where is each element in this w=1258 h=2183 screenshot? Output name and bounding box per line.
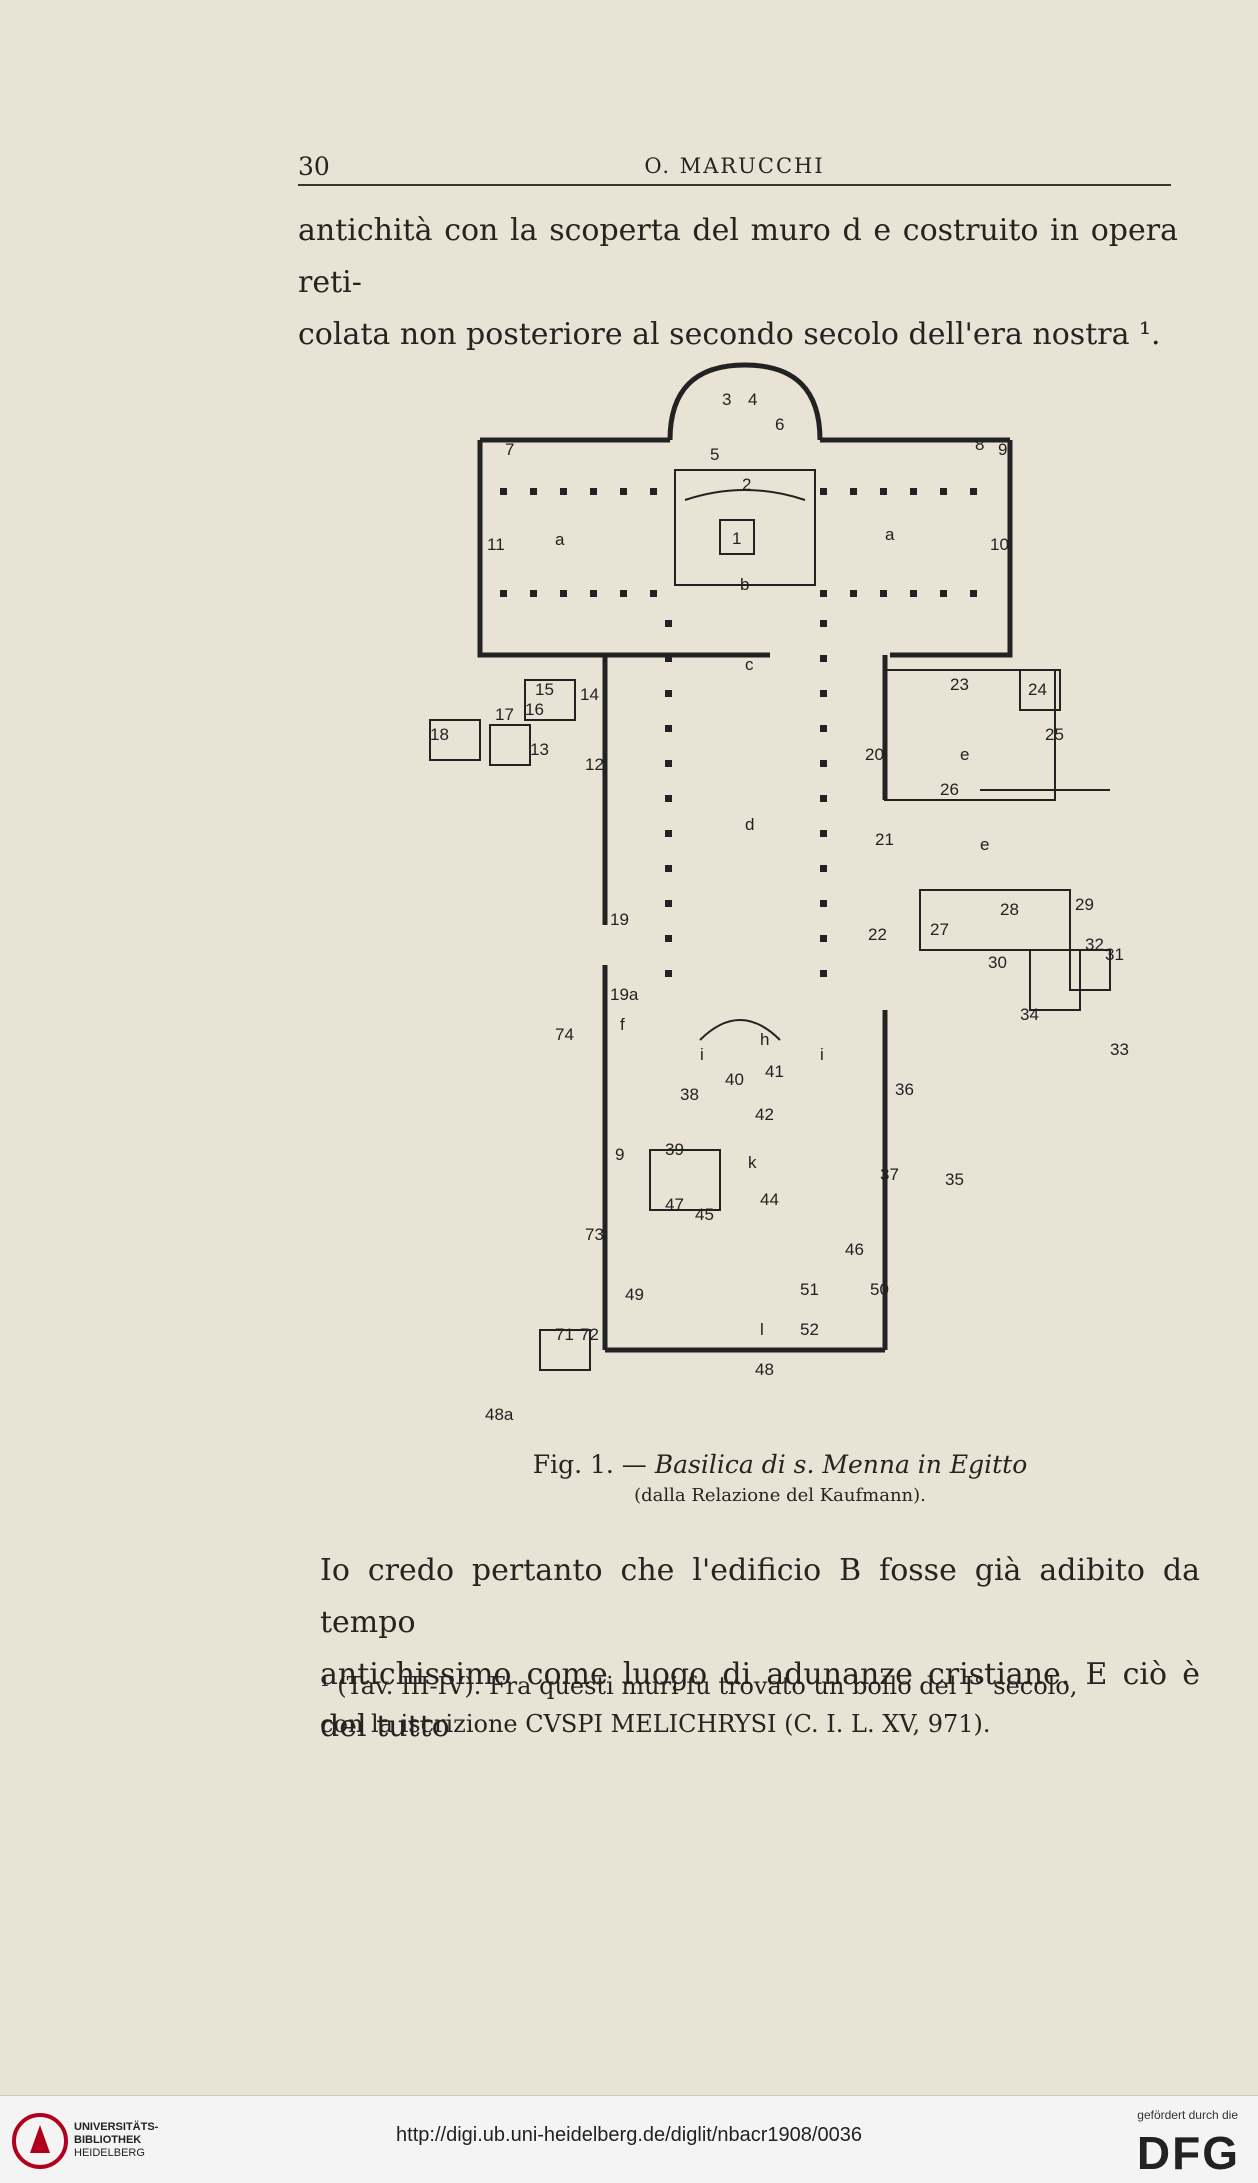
plan-label: 6 — [775, 415, 784, 434]
footnote: ¹ (Tav. III-IV). Fra questi muri fu trov… — [320, 1667, 1200, 1743]
floor-plan-figure: 3 4 5 6 7 8 9 2 1 10 11 a a b c d 12 13 … — [420, 350, 1140, 1450]
dfg-logo: DFG — [1136, 2127, 1240, 2179]
plan-label: 42 — [755, 1105, 774, 1124]
caption-source: (dalla Relazione del Kaufmann). — [634, 1485, 926, 1506]
plan-label: 30 — [988, 953, 1007, 972]
plan-label: 72 — [580, 1325, 599, 1344]
header-rule — [298, 184, 1171, 186]
funder-note: gefördert durch die — [1137, 2108, 1238, 2122]
plan-label: 25 — [1045, 725, 1064, 744]
plan-label: 19 — [610, 910, 629, 929]
plan-label: 35 — [945, 1170, 964, 1189]
plan-label: 44 — [760, 1190, 779, 1209]
plan-label: 34 — [1020, 1005, 1039, 1024]
plan-label: 1 — [732, 529, 741, 548]
plan-label: 20 — [865, 745, 884, 764]
plan-label: 27 — [930, 920, 949, 939]
plan-label: 9 — [998, 440, 1007, 459]
plan-label: 38 — [680, 1085, 699, 1104]
plan-label: 73 — [585, 1225, 604, 1244]
footnote-line: ¹ (Tav. III-IV). Fra questi muri fu trov… — [320, 1672, 1078, 1700]
plan-label: 49 — [625, 1285, 644, 1304]
plan-label: 16 — [525, 700, 544, 719]
plan-label: i — [820, 1045, 824, 1064]
plan-label: 48 — [755, 1360, 774, 1379]
plan-label: 5 — [710, 445, 719, 464]
plan-label: e — [980, 835, 989, 854]
plan-label: 18 — [430, 725, 449, 744]
plan-label: e — [960, 745, 969, 764]
plan-label: 9 — [615, 1145, 624, 1164]
plan-label: 52 — [800, 1320, 819, 1339]
plan-label: 28 — [1000, 900, 1019, 919]
plan-label: b — [740, 575, 749, 594]
university-seal-icon — [12, 2113, 68, 2169]
plan-label: 4 — [748, 390, 757, 409]
plan-label: 21 — [875, 830, 894, 849]
plan-label: 36 — [895, 1080, 914, 1099]
plan-label: 50 — [870, 1280, 889, 1299]
text-line: Io credo pertanto che l'edificio B fosse… — [320, 1553, 1200, 1640]
plan-label: 11 — [487, 535, 505, 554]
plan-label: 74 — [555, 1025, 574, 1044]
plan-label: 40 — [725, 1070, 744, 1089]
floor-plan-drawing: 3 4 5 6 7 8 9 2 1 10 11 a a b c d 12 13 … — [429, 362, 1129, 1424]
plan-label: 8 — [975, 435, 984, 454]
plan-label: a — [555, 530, 565, 549]
scanned-page: 30 O. MARUCCHI antichità con la scoperta… — [298, 152, 1200, 1753]
plan-label: a — [885, 525, 895, 544]
text-line: colata non posteriore al secondo secolo … — [298, 317, 1161, 352]
source-url-link[interactable]: http://digi.ub.uni-heidelberg.de/diglit/… — [396, 2124, 862, 2146]
text-line: antichissimo come luogo di adunanze cris… — [320, 1657, 1200, 1744]
plan-label: 14 — [580, 685, 599, 704]
plan-label: 26 — [940, 780, 959, 799]
plan-label: 45 — [695, 1205, 714, 1224]
plan-label: 33 — [1110, 1040, 1129, 1059]
footnote-line: con la iscrizione CVSPI MELICHRYSI (C. I… — [320, 1710, 991, 1738]
plan-label: c — [745, 655, 754, 674]
plan-label: 32 — [1085, 935, 1104, 954]
text-block-bottom: Io credo pertanto che l'edificio B fosse… — [320, 1545, 1200, 1753]
plan-label: f — [620, 1015, 625, 1034]
plan-label: i — [700, 1045, 704, 1064]
plan-label: 22 — [868, 925, 887, 944]
plan-label: 15 — [535, 680, 554, 699]
caption-title: Basilica di s. Menna in Egitto — [654, 1450, 1028, 1479]
institution-name: UNIVERSITÄTS- BIBLIOTHEK HEIDELBERG — [74, 2121, 159, 2159]
text-block-top: antichità con la scoperta del muro d e c… — [298, 205, 1178, 361]
plan-label: h — [760, 1030, 769, 1049]
text-line: antichità con la scoperta del muro d e c… — [298, 213, 1178, 300]
plan-label: 46 — [845, 1240, 864, 1259]
plan-label: 48a — [485, 1405, 514, 1424]
page-number: 30 — [298, 152, 330, 181]
plan-label: 24 — [1028, 680, 1047, 699]
plan-label: 37 — [880, 1165, 899, 1184]
plan-label: 7 — [505, 440, 514, 459]
plan-label: 23 — [950, 675, 969, 694]
plan-label: 13 — [530, 740, 549, 759]
page-header: 30 O. MARUCCHI — [298, 152, 1171, 186]
plan-label: 12 — [585, 755, 604, 774]
plan-label: 19a — [610, 985, 639, 1004]
plan-label: d — [745, 815, 754, 834]
plan-label: k — [748, 1153, 757, 1172]
plan-label: 47 — [665, 1195, 684, 1214]
plan-label: 51 — [800, 1280, 819, 1299]
plan-label: 3 — [722, 390, 731, 409]
plan-label: 39 — [665, 1140, 684, 1159]
plan-label: 41 — [765, 1062, 784, 1081]
caption-main: Fig. 1. — Basilica di s. Menna in Egitto — [420, 1450, 1140, 1479]
plan-label: 17 — [495, 705, 514, 724]
plan-label: 2 — [742, 475, 751, 494]
plan-label: 71 — [555, 1325, 574, 1344]
plan-label: l — [760, 1320, 764, 1339]
running-title: O. MARUCCHI — [644, 154, 825, 178]
plan-label: 29 — [1075, 895, 1094, 914]
plan-label: 10 — [990, 535, 1009, 554]
figure-caption: Fig. 1. — Basilica di s. Menna in Egitto… — [420, 1450, 1140, 1506]
plan-label: 31 — [1105, 945, 1124, 964]
caption-prefix: Fig. 1. — — [532, 1450, 655, 1479]
viewer-footer: UNIVERSITÄTS- BIBLIOTHEK HEIDELBERG http… — [0, 2095, 1258, 2183]
